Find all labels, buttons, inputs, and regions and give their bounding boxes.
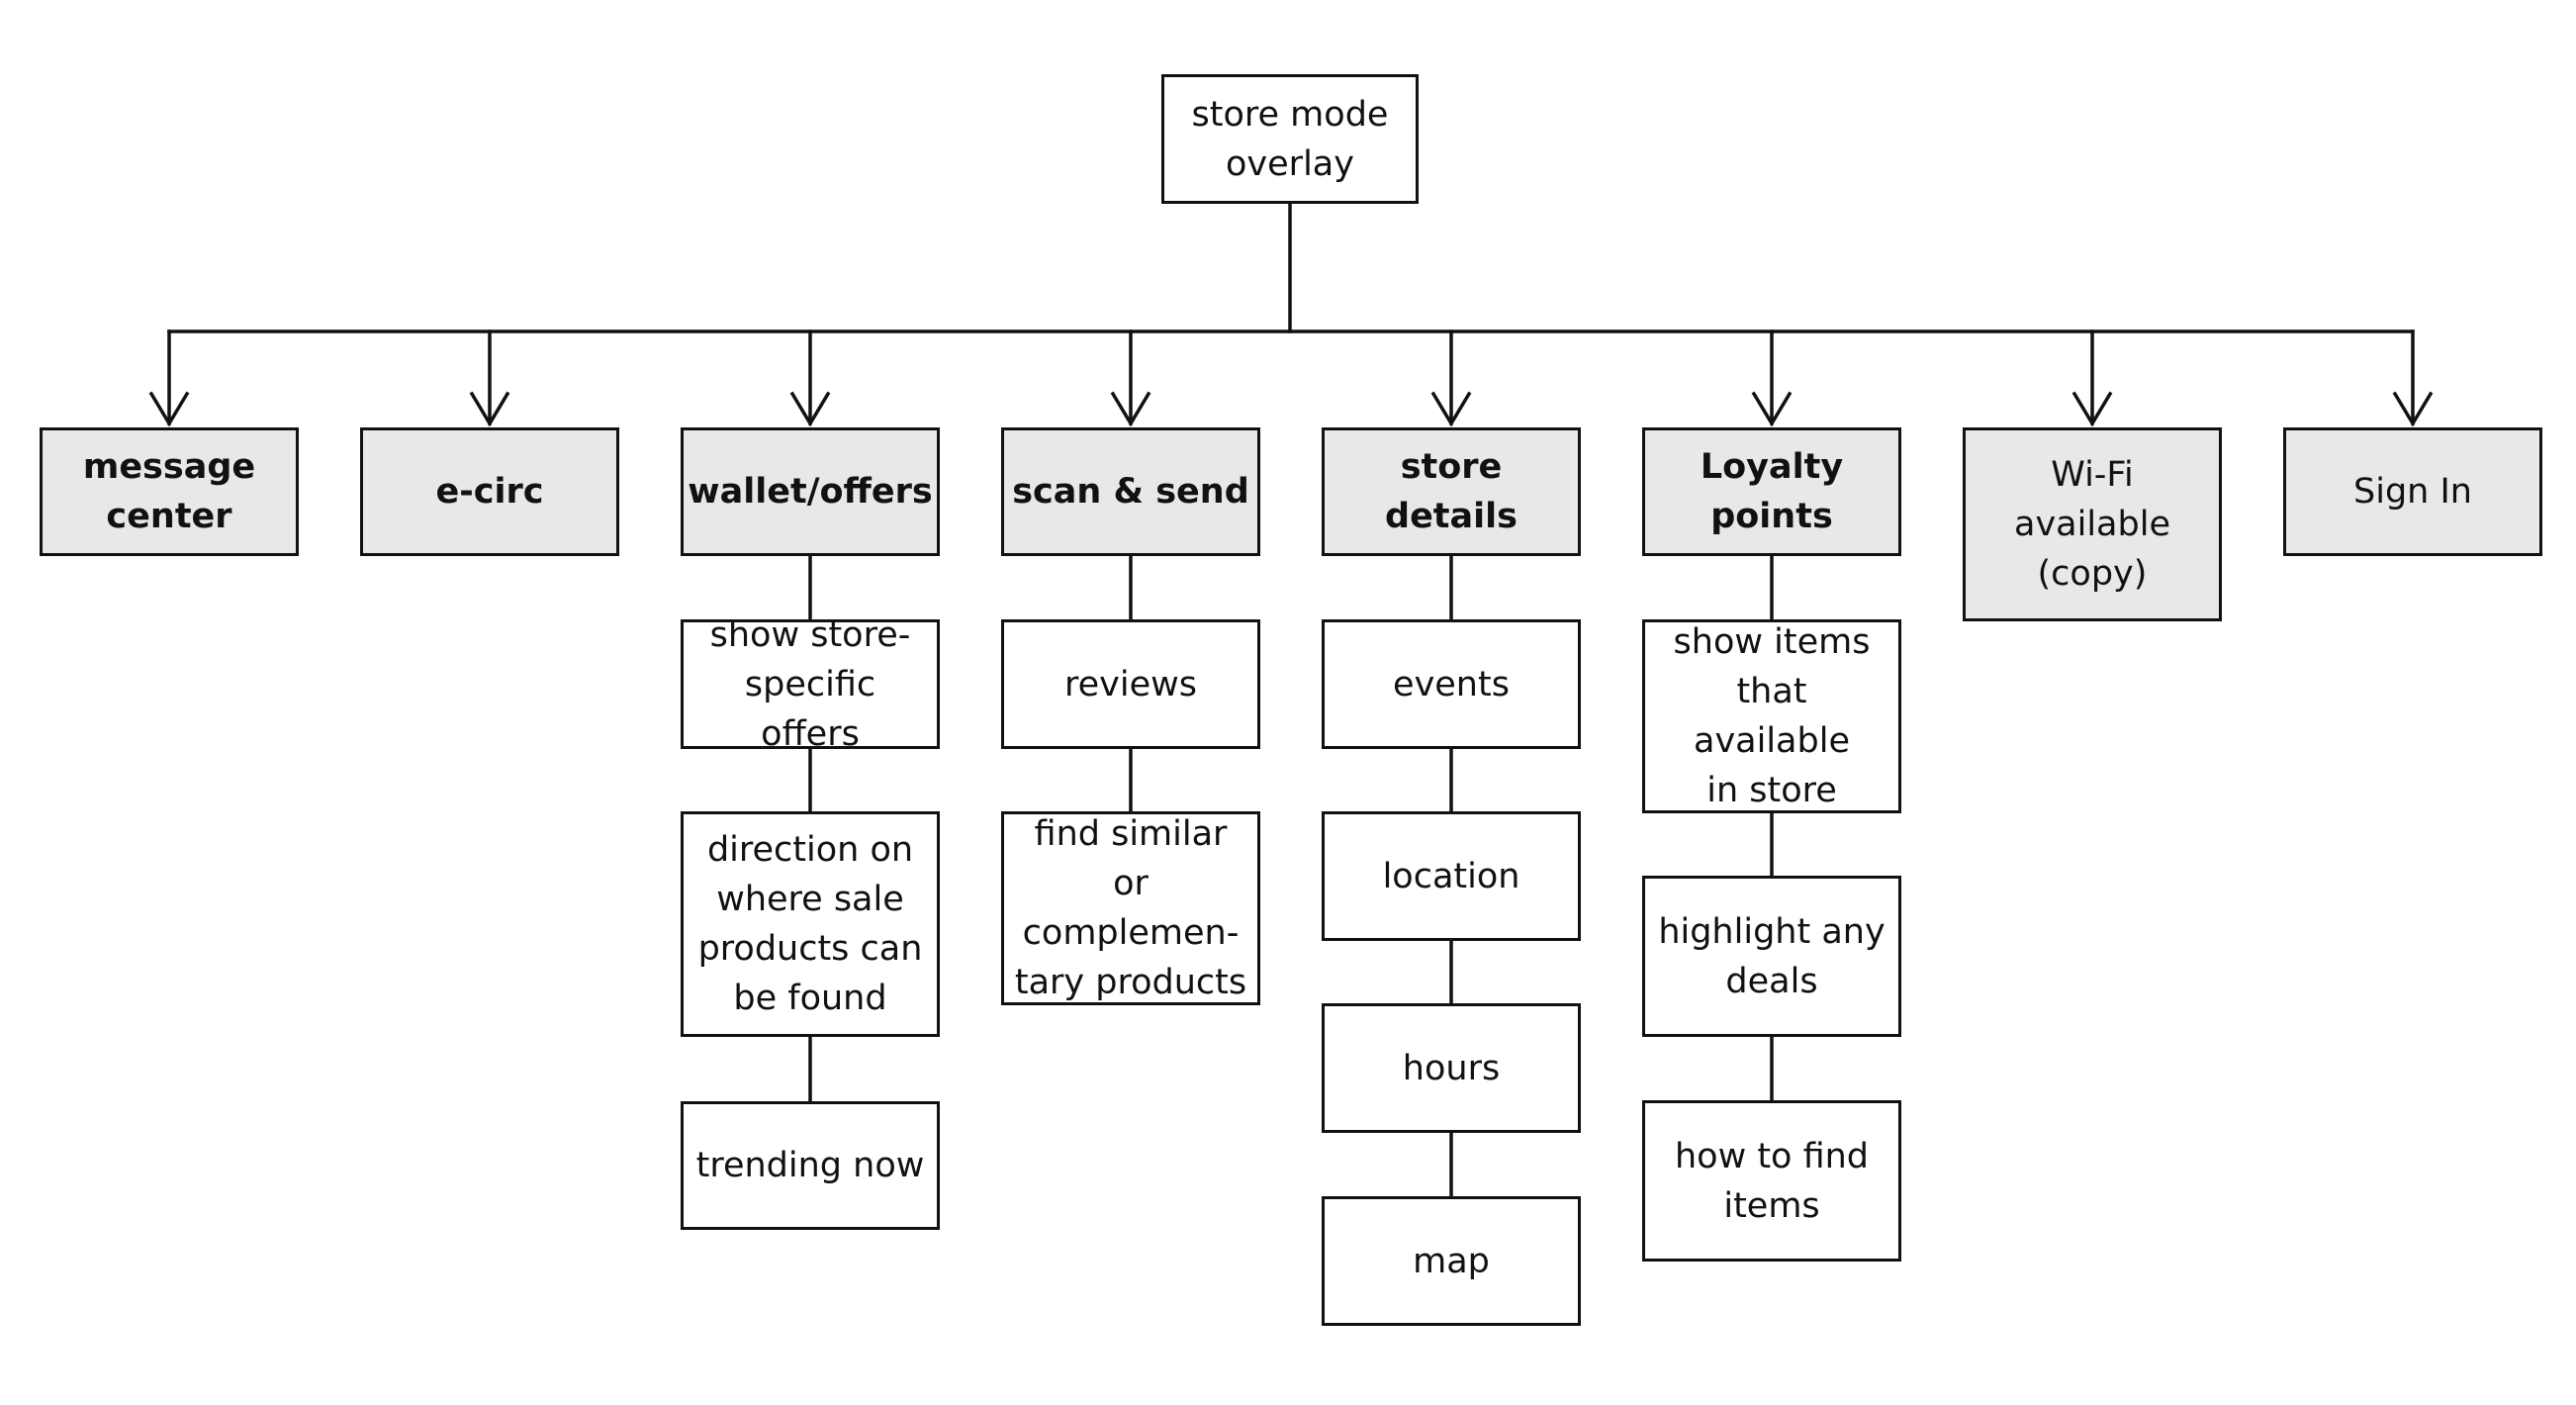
node-label: Loyalty points bbox=[1701, 442, 1843, 541]
node-message-center: message center bbox=[40, 427, 299, 556]
node-e-circ: e-circ bbox=[360, 427, 619, 556]
node-trending-now: trending now bbox=[681, 1101, 940, 1230]
arrowhead bbox=[789, 391, 831, 427]
node-store-mode-overlay: store mode overlay bbox=[1161, 74, 1419, 204]
node-label: events bbox=[1393, 664, 1510, 704]
label-line: direction on bbox=[706, 830, 914, 870]
label-line: deals bbox=[1725, 961, 1818, 1001]
node-label: Sign In bbox=[2353, 472, 2472, 512]
node-label: scan & send bbox=[1012, 472, 1249, 512]
node-label: hours bbox=[1402, 1048, 1501, 1088]
arrowhead bbox=[1110, 391, 1151, 427]
label-line: tary products bbox=[1014, 963, 1247, 1002]
node-show-items-available: show items that available in store bbox=[1642, 619, 1901, 813]
label-line: message bbox=[82, 447, 256, 487]
node-label: e-circ bbox=[435, 472, 544, 512]
node-loyalty-points: Loyalty points bbox=[1642, 427, 1901, 556]
label-line: show store- bbox=[709, 614, 911, 655]
node-wifi-available: Wi-Fi available (copy) bbox=[1963, 427, 2222, 621]
label-line: where sale bbox=[716, 880, 904, 919]
node-events: events bbox=[1322, 619, 1581, 749]
node-label: show store- specific offers bbox=[691, 610, 929, 759]
node-scan-send: scan & send bbox=[1001, 427, 1260, 556]
node-label: map bbox=[1413, 1241, 1490, 1281]
arrowhead bbox=[469, 391, 510, 427]
label-line: available bbox=[2014, 505, 2170, 544]
label-line: points bbox=[1710, 497, 1833, 536]
node-label: highlight any deals bbox=[1658, 907, 1885, 1006]
label-line: Loyalty bbox=[1700, 447, 1844, 487]
label-line: find similar or bbox=[1034, 814, 1228, 903]
label-line: that available bbox=[1694, 672, 1850, 761]
node-label: location bbox=[1382, 856, 1520, 896]
node-highlight-deals: highlight any deals bbox=[1642, 876, 1901, 1037]
label-line: in store bbox=[1706, 771, 1837, 810]
label-line: store mode bbox=[1191, 94, 1389, 135]
label-line: items bbox=[1723, 1185, 1820, 1226]
node-show-store-specific-offers: show store- specific offers bbox=[681, 615, 940, 754]
label-line: how to find bbox=[1674, 1136, 1870, 1176]
arrowhead bbox=[1751, 391, 1793, 427]
label-line: be found bbox=[733, 979, 887, 1018]
label-line: show items bbox=[1673, 622, 1871, 662]
node-label: how to find items bbox=[1675, 1132, 1869, 1231]
node-label: reviews bbox=[1064, 664, 1197, 704]
node-label: find similar or complemen- tary products bbox=[1012, 809, 1249, 1007]
node-hours: hours bbox=[1322, 1003, 1581, 1133]
arrowhead bbox=[148, 391, 190, 427]
arrowhead bbox=[2392, 391, 2434, 427]
node-label: message center bbox=[83, 442, 255, 541]
node-label: show items that available in store bbox=[1653, 617, 1890, 815]
node-direction-sale-products: direction on where sale products can be … bbox=[681, 811, 940, 1037]
node-label: Wi-Fi available (copy) bbox=[2014, 450, 2170, 599]
label-line: (copy) bbox=[2037, 554, 2148, 594]
label-line: overlay bbox=[1226, 143, 1354, 184]
label-line: Wi-Fi bbox=[2051, 455, 2134, 495]
label-line: specific offers bbox=[744, 664, 876, 754]
node-how-to-find-items: how to find items bbox=[1642, 1100, 1901, 1262]
label-line: center bbox=[106, 497, 232, 536]
node-reviews: reviews bbox=[1001, 619, 1260, 749]
node-sign-in: Sign In bbox=[2283, 427, 2542, 556]
node-label: direction on where sale products can be … bbox=[698, 825, 923, 1023]
label-line: products can bbox=[697, 929, 923, 969]
node-wallet-offers: wallet/offers bbox=[681, 427, 940, 556]
node-location: location bbox=[1322, 811, 1581, 941]
node-label: wallet/offers bbox=[688, 472, 933, 512]
label-line: complemen- bbox=[1022, 913, 1240, 953]
node-label: store details bbox=[1385, 447, 1518, 536]
node-map: map bbox=[1322, 1196, 1581, 1326]
node-store-details: store details bbox=[1322, 427, 1581, 556]
node-label: trending now bbox=[695, 1146, 925, 1185]
arrowhead bbox=[1430, 391, 1472, 427]
node-label: store mode overlay bbox=[1192, 90, 1389, 189]
node-find-similar-products: find similar or complemen- tary products bbox=[1001, 811, 1260, 1005]
label-line: highlight any bbox=[1658, 911, 1886, 952]
arrowhead bbox=[2071, 391, 2113, 427]
